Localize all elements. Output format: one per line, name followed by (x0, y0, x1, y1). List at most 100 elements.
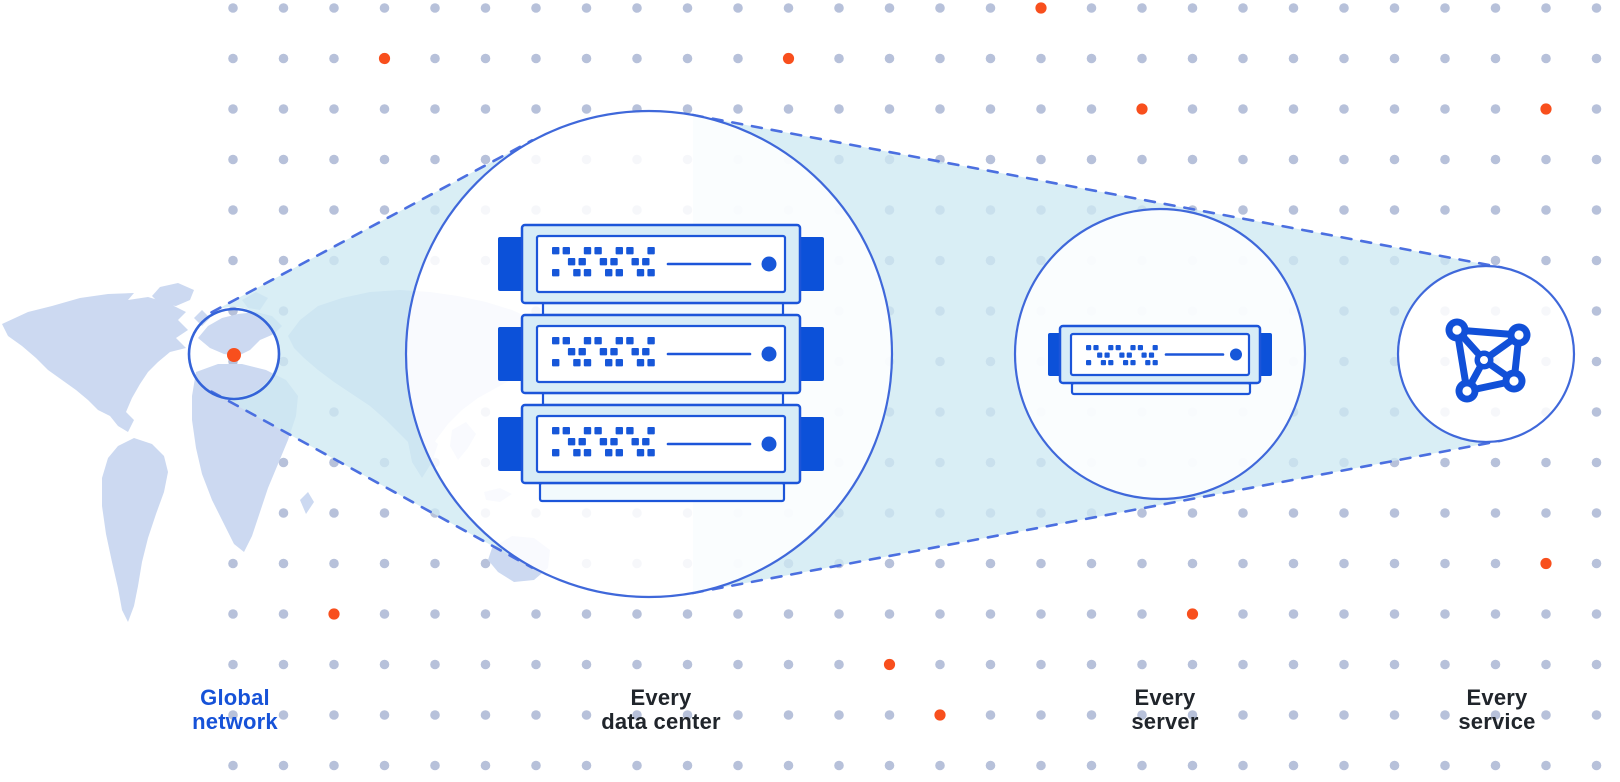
vent-square (573, 449, 581, 457)
vent-square (1097, 352, 1103, 358)
grid-dot (278, 255, 289, 266)
vent-square (567, 438, 576, 446)
grid-dot (379, 205, 390, 215)
grid-dot (228, 255, 238, 266)
grid-dot (329, 53, 339, 64)
grid-dot (430, 609, 440, 619)
grid-dot (1137, 659, 1147, 670)
grid-dot (1238, 3, 1248, 13)
grid-dot (985, 609, 996, 619)
grid-dot (783, 609, 794, 619)
vent-square (552, 449, 560, 457)
grid-dot (1389, 710, 1400, 720)
grid-dot (1591, 356, 1602, 367)
grid-dot (1591, 609, 1602, 619)
grid-dot (1288, 659, 1299, 670)
grid-dot (379, 659, 390, 670)
grid-dot (1490, 558, 1501, 569)
grid-dot (935, 659, 945, 670)
grid-dot (1238, 508, 1248, 518)
grid-dot (682, 710, 693, 720)
grid-dot (1389, 53, 1400, 64)
label-line: Every (630, 685, 692, 710)
grid-dot (1389, 659, 1400, 670)
grid-dot (379, 104, 390, 114)
grid-dot (682, 3, 693, 13)
vent-square (552, 427, 560, 435)
vent-square (1104, 352, 1110, 358)
grid-dot (480, 609, 491, 619)
vent-square (636, 269, 645, 277)
grid-dot (329, 710, 339, 720)
vent-square (647, 337, 655, 345)
vent-square (626, 337, 634, 345)
grid-dot (228, 205, 238, 215)
grid-dot (228, 710, 238, 720)
vent-square (578, 438, 586, 446)
stage-label-every-service: Every service (1458, 686, 1535, 734)
grid-dot (531, 710, 541, 720)
vent-square (615, 449, 623, 457)
grid-dot (1541, 710, 1551, 720)
grid-dot (935, 3, 945, 13)
grid-dot (1187, 154, 1198, 165)
grid-dot (1591, 306, 1602, 316)
continent-north-america (2, 293, 188, 432)
grid-dot (884, 104, 895, 114)
label-line: network (192, 709, 278, 734)
grid-dot (1136, 103, 1148, 115)
vent-square (615, 427, 623, 435)
grid-dot (480, 760, 491, 771)
rack-ear (498, 417, 524, 471)
grid-dot (733, 53, 743, 64)
status-led (1230, 348, 1242, 361)
vent-square (605, 359, 613, 367)
vent-square (1130, 345, 1136, 351)
grid-dot (1187, 53, 1198, 64)
grid-dot (733, 760, 743, 771)
vent-square (552, 359, 560, 367)
grid-dot (834, 609, 844, 619)
vent-square (573, 359, 581, 367)
grid-dot (581, 609, 592, 619)
grid-dot (480, 3, 491, 13)
grid-dot (1591, 3, 1602, 13)
vent-square (605, 449, 613, 457)
grid-dot (1339, 659, 1349, 670)
vent-square (626, 247, 634, 255)
vent-square (615, 359, 623, 367)
continent-greenland (152, 283, 194, 306)
vent-square (1148, 352, 1155, 358)
status-led (761, 436, 777, 452)
vent-square (573, 269, 581, 277)
grid-dot (1187, 3, 1198, 13)
vent-square (1145, 360, 1151, 366)
grid-dot (632, 659, 642, 670)
grid-dot (581, 659, 592, 670)
grid-dot (1288, 710, 1299, 720)
continent-europe (198, 312, 282, 356)
rack-ear (798, 237, 824, 291)
grid-dot (480, 104, 491, 114)
zoom-beam-map-to-datacenter (211, 140, 532, 568)
grid-dot (1490, 659, 1501, 670)
grid-dot (1288, 508, 1299, 518)
mesh-node-hole (1480, 356, 1488, 364)
grid-dot (884, 558, 895, 569)
vent-square (631, 438, 639, 446)
grid-dot (329, 3, 339, 13)
grid-dot (834, 659, 844, 670)
grid-dot (935, 104, 945, 114)
grid-dot (328, 608, 340, 620)
grid-dot (1389, 558, 1400, 569)
grid-dot (430, 104, 440, 114)
grid-dot (985, 3, 996, 13)
grid-dot (531, 760, 541, 771)
grid-dot (1036, 53, 1046, 64)
vent-pattern (552, 427, 655, 457)
grid-dot (228, 760, 238, 771)
grid-dot (1137, 760, 1147, 771)
vent-square (610, 438, 618, 446)
grid-dot (1187, 508, 1198, 518)
grid-dot (1490, 760, 1501, 771)
